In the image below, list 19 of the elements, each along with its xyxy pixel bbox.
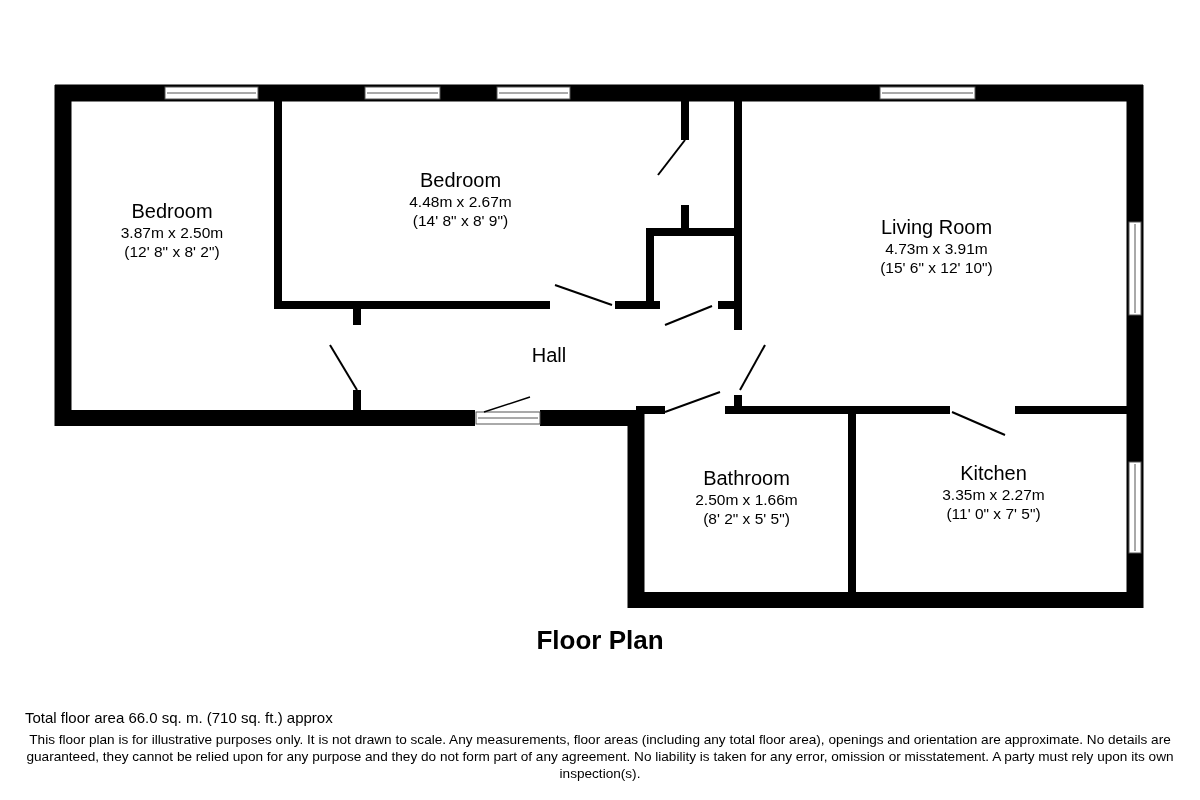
room-name: Bedroom: [131, 199, 213, 223]
room-dimensions: 4.73m x 3.91m: [885, 239, 988, 258]
room-dimensions: 2.50m x 1.66m: [695, 490, 798, 509]
room-name: Hall: [531, 343, 567, 367]
room-name: Bedroom: [419, 168, 502, 192]
room-dimensions: (11' 0" x 7' 5"): [946, 504, 1041, 523]
room-dimensions: (14' 8" x 8' 9"): [412, 211, 509, 230]
total-area-note: Total floor area 66.0 sq. m. (710 sq. ft.) approx: [25, 709, 333, 726]
room-dimensions: (15' 6" x 12' 10"): [880, 258, 993, 277]
room-dimensions: 3.87m x 2.50m: [120, 223, 224, 242]
plan-title: Floor Plan: [535, 625, 665, 656]
disclaimer-text: This floor plan is for illustrative purposes only. It is not drawn to scale. Any measurements, floor areas (including any total floor area), openings and orientation are approximate. No details are guaranteed, they cannot be relied upon for any purpose and they do not form part of any agreement. No liability is taken for any error, omission or misstatement. A party must rely upon its own inspection(s).: [25, 731, 1175, 782]
room-name: Kitchen: [960, 461, 1027, 485]
room-dimensions: 4.48m x 2.67m: [409, 192, 512, 211]
room-name: Bathroom: [703, 466, 790, 490]
room-dimensions: (12' 8" x 8' 2"): [124, 242, 220, 261]
room-name: Living Room: [880, 215, 993, 239]
room-dimensions: 3.35m x 2.27m: [942, 485, 1045, 504]
room-dimensions: (8' 2" x 5' 5"): [703, 509, 790, 528]
